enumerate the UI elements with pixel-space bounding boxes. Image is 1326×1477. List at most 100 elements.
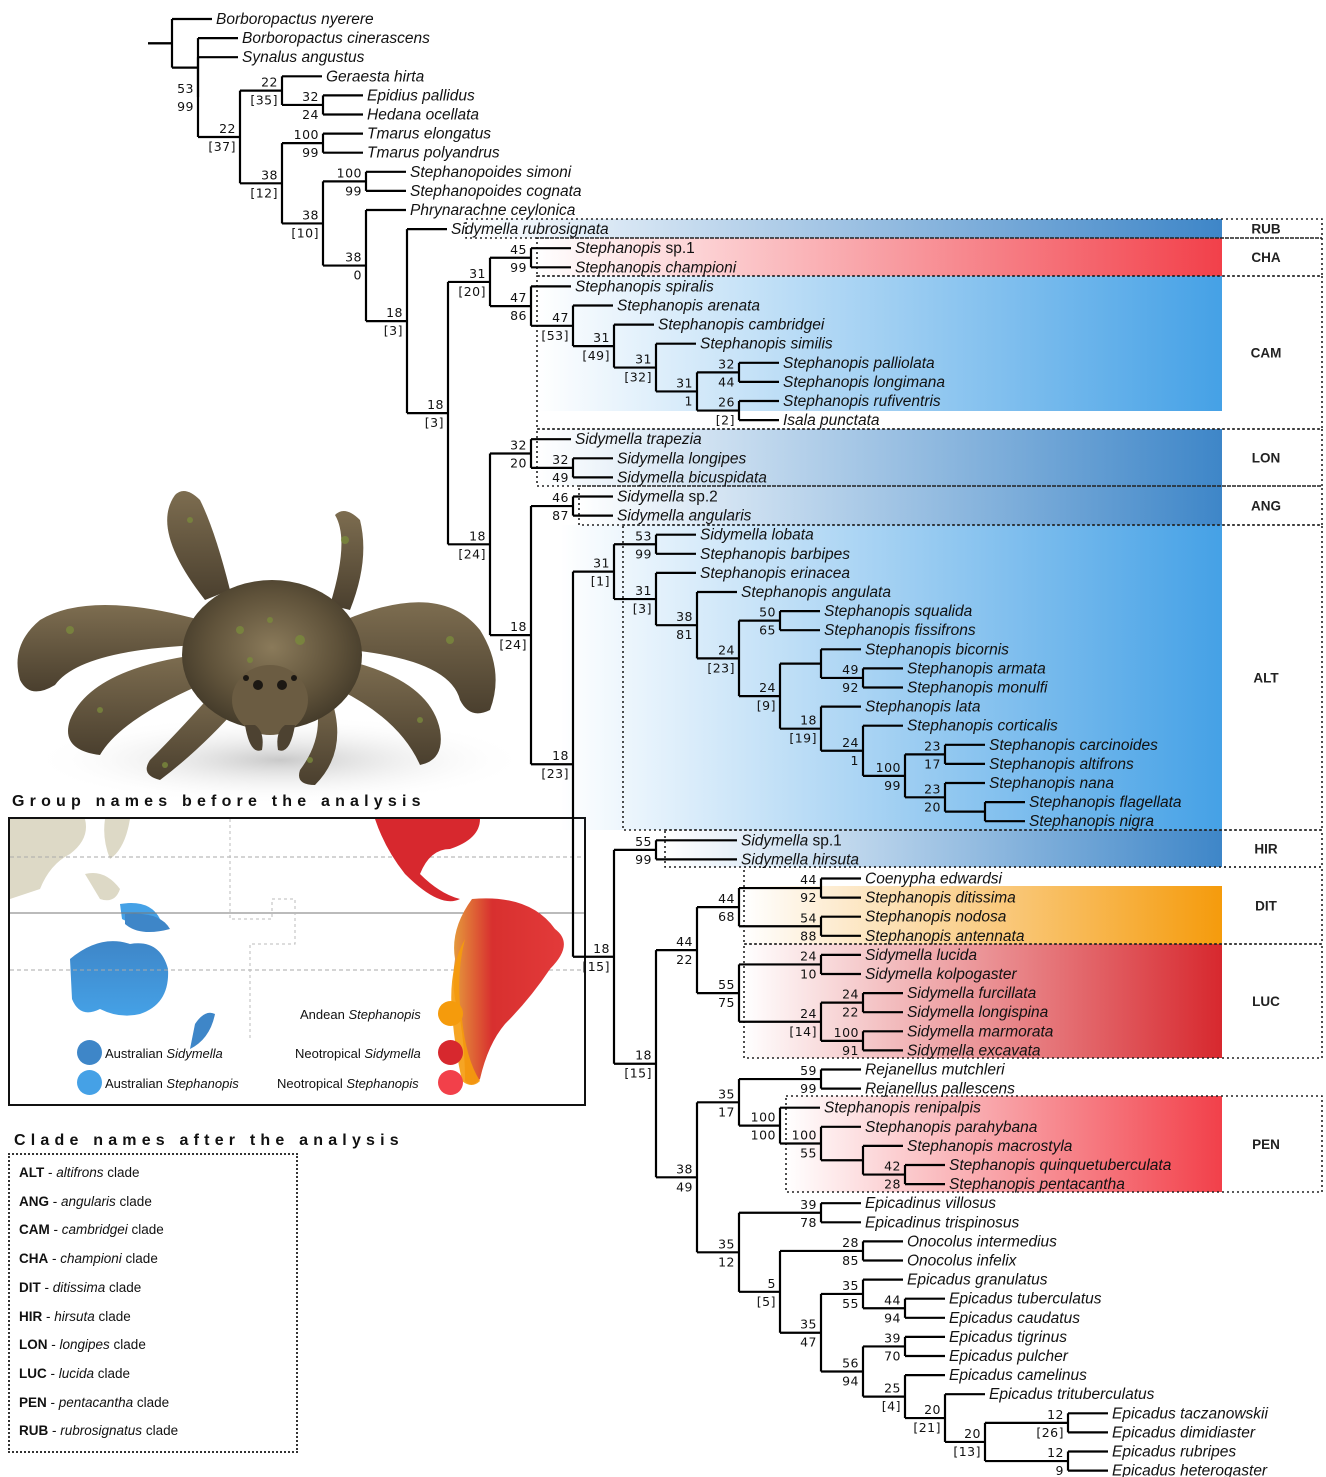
taxon-label: Sidymella furcillata <box>907 985 1037 1002</box>
node-support-top: 55 <box>718 977 735 992</box>
taxon-label: Stephanopis similis <box>700 336 833 353</box>
taxon-label: Stephanopis rufiventris <box>783 393 941 410</box>
node-support-top: 55 <box>635 834 652 849</box>
node-support-top: 44 <box>718 891 735 906</box>
taxon-label: Stephanopis palliolata <box>783 355 935 372</box>
node-support-top: 46 <box>552 490 569 505</box>
node-support-bottom: 92 <box>842 680 859 695</box>
node-support-top: 22 <box>219 121 236 136</box>
taxon-label: Epicadinus villosus <box>865 1195 996 1212</box>
node-support-bottom: [4] <box>882 1399 901 1414</box>
node-support-bottom: [3] <box>425 415 444 430</box>
node-support-top: 18 <box>593 941 610 956</box>
node-support-bottom: [3] <box>384 323 403 338</box>
taxon-label: Coenypha edwardsi <box>865 871 1003 888</box>
node-support-top: 38 <box>345 250 362 265</box>
node-support-bottom: [21] <box>913 1420 941 1435</box>
node-support-top: 49 <box>842 662 859 677</box>
node-support-top: 56 <box>842 1356 859 1371</box>
taxon-label: Stephanopis carcinoides <box>989 737 1158 754</box>
taxon-label: Sidymella sp.2 <box>617 489 718 506</box>
taxon-label: Epicadus trituberculatus <box>989 1386 1155 1403</box>
clade-code-cam: CAM <box>1251 346 1282 361</box>
node-support-top: 31 <box>469 266 486 281</box>
node-support-top: 59 <box>800 1063 817 1078</box>
taxon-label: Stephanopis corticalis <box>907 718 1058 735</box>
node-support-top: 35 <box>800 1317 817 1332</box>
node-support-top: 18 <box>386 305 403 320</box>
taxon-label: Epicadinus trispinosus <box>865 1214 1019 1231</box>
taxon-label: Stephanopis macrostyla <box>907 1138 1073 1155</box>
node-support-bottom: 1 <box>685 393 693 408</box>
node-support-bottom: [1] <box>591 574 610 589</box>
node-support-top: 38 <box>302 207 319 222</box>
node-support-top: 35 <box>718 1086 735 1101</box>
node-support-top: 53 <box>177 81 194 96</box>
clade-code-luc: LUC <box>1252 994 1280 1009</box>
node-support-top: 31 <box>593 330 610 345</box>
taxon-label: Stephanopis erinacea <box>700 565 850 582</box>
taxon-label: Epicadus camelinus <box>949 1367 1087 1384</box>
taxon-label: Stephanopis angulata <box>741 584 891 601</box>
taxon-label: Sidymella marmorata <box>907 1023 1054 1040</box>
node-support-top: 18 <box>427 397 444 412</box>
node-support-bottom: 94 <box>842 1374 859 1389</box>
node-support-bottom: 78 <box>800 1215 817 1230</box>
node-support-top: 39 <box>800 1197 817 1212</box>
node-support-top: 18 <box>510 619 527 634</box>
taxon-label: Borboropactus nyerere <box>216 11 374 28</box>
clade-code-hir: HIR <box>1254 842 1278 857</box>
taxon-label: Stephanopis barbipes <box>700 546 850 563</box>
node-support-top: 31 <box>593 556 610 571</box>
clade-code-alt: ALT <box>1253 671 1279 686</box>
node-support-bottom: 92 <box>800 890 817 905</box>
clade-code-pen: PEN <box>1252 1137 1280 1152</box>
node-support-bottom: [26] <box>1036 1425 1064 1440</box>
node-support-top: 23 <box>924 738 941 753</box>
node-support-bottom: [12] <box>250 185 278 200</box>
node-support-top: 31 <box>635 352 652 367</box>
taxon-label: Epicadus taczanowskii <box>1112 1405 1268 1422</box>
node-support-bottom: [35] <box>250 93 278 108</box>
taxon-label: Epicadus caudatus <box>949 1310 1080 1327</box>
node-support-bottom: [5] <box>757 1294 776 1309</box>
node-support-bottom: [2] <box>716 413 735 428</box>
node-support-top: 100 <box>876 760 901 775</box>
taxon-label: Stephanopis sp.1 <box>575 240 695 257</box>
node-support-bottom: 85 <box>842 1253 859 1268</box>
node-support-bottom: [37] <box>208 139 236 154</box>
taxon-label: Sidymella hirsuta <box>741 851 859 868</box>
taxon-label: Sidymella longispina <box>907 1004 1049 1021</box>
node-support-top: 54 <box>800 910 817 925</box>
taxon-label: Stephanopis nodosa <box>865 909 1007 926</box>
node-support-bottom: [23] <box>707 660 735 675</box>
node-support-top: 44 <box>884 1292 901 1307</box>
node-support-bottom: 99 <box>177 99 194 114</box>
taxon-label: Stephanopis ditissima <box>865 890 1016 907</box>
taxon-label: Sidymella excavata <box>907 1042 1041 1059</box>
taxon-label: Stephanopis lata <box>865 699 981 716</box>
node-support-bottom: 88 <box>800 928 817 943</box>
taxon-label: Stephanopis flagellata <box>1029 794 1182 811</box>
node-support-bottom: 20 <box>510 456 527 471</box>
taxon-label: Hedana ocellata <box>367 107 479 124</box>
node-support-bottom: 1 <box>851 753 859 768</box>
node-support-bottom: [20] <box>458 284 486 299</box>
taxon-label: Stephanopis armata <box>907 660 1046 677</box>
node-support-bottom: 99 <box>635 852 652 867</box>
node-support-top: 12 <box>1047 1407 1064 1422</box>
node-support-bottom: 9 <box>1056 1463 1064 1477</box>
node-support-bottom: 65 <box>759 623 776 638</box>
node-support-top: 32 <box>510 438 527 453</box>
node-support-bottom: 55 <box>842 1296 859 1311</box>
taxon-label: Stephanopis fissifrons <box>824 622 976 639</box>
node-support-bottom: 75 <box>718 995 735 1010</box>
taxon-label: Sidymella angularis <box>617 508 752 525</box>
taxon-label: Stephanopis spiralis <box>575 278 714 295</box>
node-support-top: 24 <box>800 948 817 963</box>
node-support-bottom: 22 <box>676 952 693 967</box>
taxon-label: Epidius pallidus <box>367 87 475 104</box>
node-support-bottom: [24] <box>458 546 486 561</box>
taxon-label: Sidymella lobata <box>700 527 814 544</box>
node-support-bottom: 70 <box>884 1348 901 1363</box>
